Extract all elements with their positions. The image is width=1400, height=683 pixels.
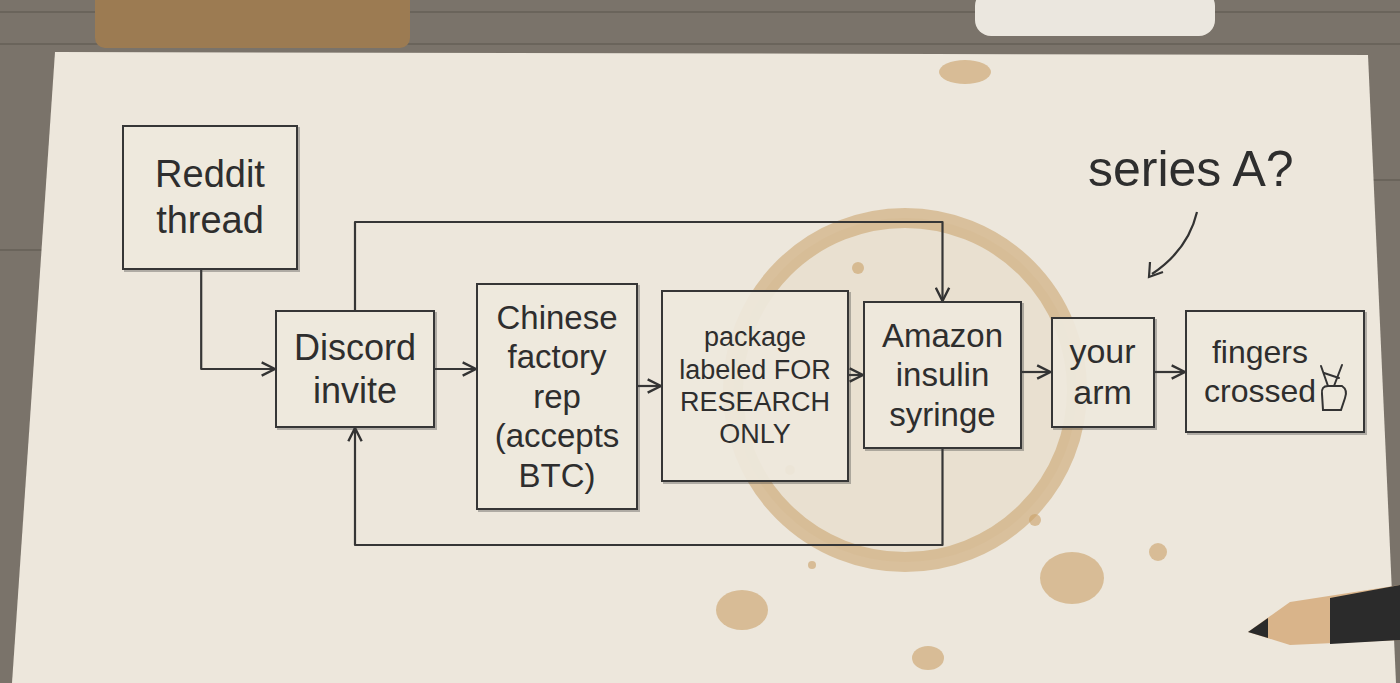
napkin xyxy=(12,52,1396,683)
flow-arrow xyxy=(355,222,943,310)
process-box: your arm xyxy=(1051,317,1155,428)
process-box: Amazon insulin syringe xyxy=(863,301,1022,449)
flow-arrow xyxy=(1155,371,1186,373)
node-text: Reddit thread xyxy=(137,152,284,243)
process-box: Discord invite xyxy=(275,310,435,428)
node-text: Chinese factory rep (accepts BTC) xyxy=(491,298,624,496)
node-text: fingers crossed xyxy=(1200,333,1321,410)
node-text: Discord invite xyxy=(290,326,421,412)
node-text: Amazon insulin syringe xyxy=(878,316,1008,435)
coffee-glass xyxy=(95,0,410,48)
white-cup xyxy=(975,0,1215,36)
process-box: fingers crossed xyxy=(1185,310,1365,433)
note-label: series A? xyxy=(1088,140,1294,198)
flow-arrow xyxy=(355,428,943,545)
flow-arrow xyxy=(849,374,863,376)
flow-arrow xyxy=(1022,371,1051,373)
node-text: package labeled FOR RESEARCH ONLY xyxy=(676,321,835,451)
process-box: Reddit thread xyxy=(122,125,298,270)
flow-arrow xyxy=(435,368,476,370)
flow-arrow xyxy=(201,270,275,369)
node-text: your arm xyxy=(1065,331,1140,413)
leader-arrow xyxy=(1149,212,1197,277)
flow-arrow xyxy=(638,385,661,387)
process-box: Chinese factory rep (accepts BTC) xyxy=(476,283,638,510)
process-box: package labeled FOR RESEARCH ONLY xyxy=(661,290,849,482)
pencil xyxy=(1248,585,1400,645)
